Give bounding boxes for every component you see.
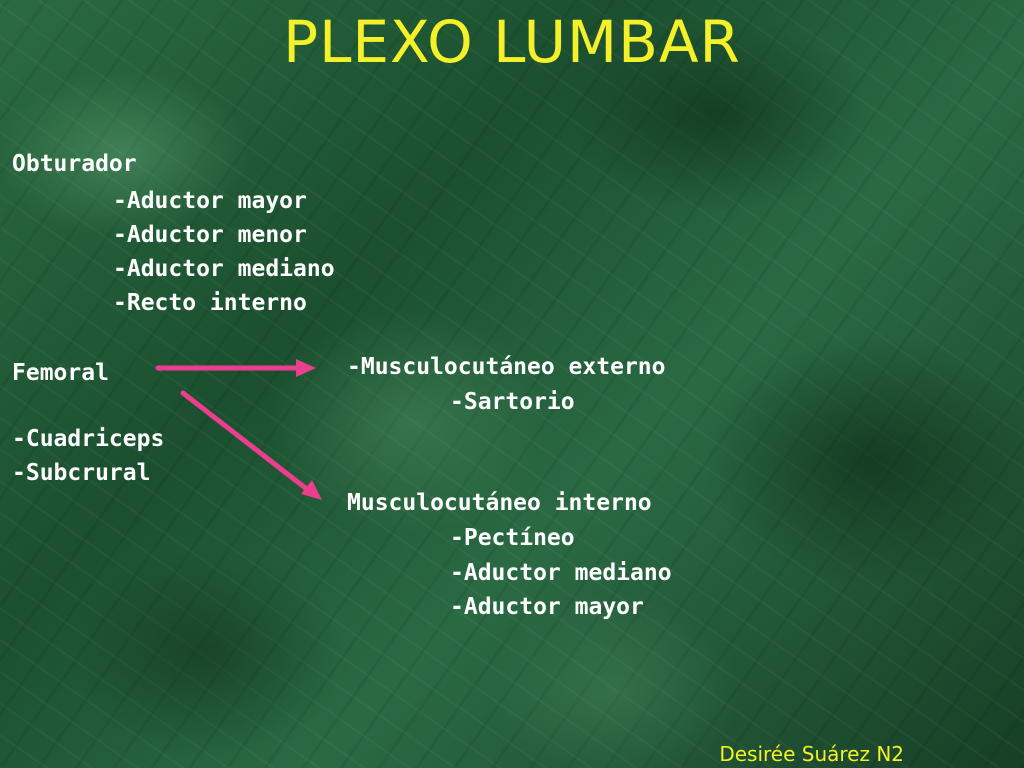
- femoral-item-subcrural: -Subcrural: [12, 460, 151, 486]
- obturador-item-aductor-mediano: -Aductor mediano: [113, 256, 335, 282]
- arrow-to-externo: [155, 359, 316, 377]
- obturador-item-aductor-mayor: -Aductor mayor: [113, 188, 307, 214]
- musculocutaneo-externo-item-sartorio: -Sartorio: [450, 389, 575, 415]
- obturador-heading: Obturador: [12, 151, 137, 177]
- femoral-item-cuadriceps: -Cuadriceps: [12, 426, 165, 452]
- femoral-heading: Femoral: [12, 360, 109, 386]
- arrow-to-interno: [180, 390, 322, 500]
- obturador-item-recto-interno: -Recto interno: [113, 290, 307, 316]
- musculocutaneo-interno-item-pectineo: -Pectíneo: [450, 525, 575, 551]
- author-footer: Desirée Suárez N2: [719, 742, 904, 766]
- slide-title: PLEXO LUMBAR: [283, 8, 741, 76]
- musculocutaneo-interno-item-aductor-mediano: -Aductor mediano: [450, 560, 672, 586]
- musculocutaneo-interno-heading: Musculocutáneo interno: [347, 490, 652, 516]
- musculocutaneo-interno-item-aductor-mayor: -Aductor mayor: [450, 594, 644, 620]
- musculocutaneo-externo-heading: -Musculocutáneo externo: [347, 354, 666, 380]
- obturador-item-aductor-menor: -Aductor menor: [113, 222, 307, 248]
